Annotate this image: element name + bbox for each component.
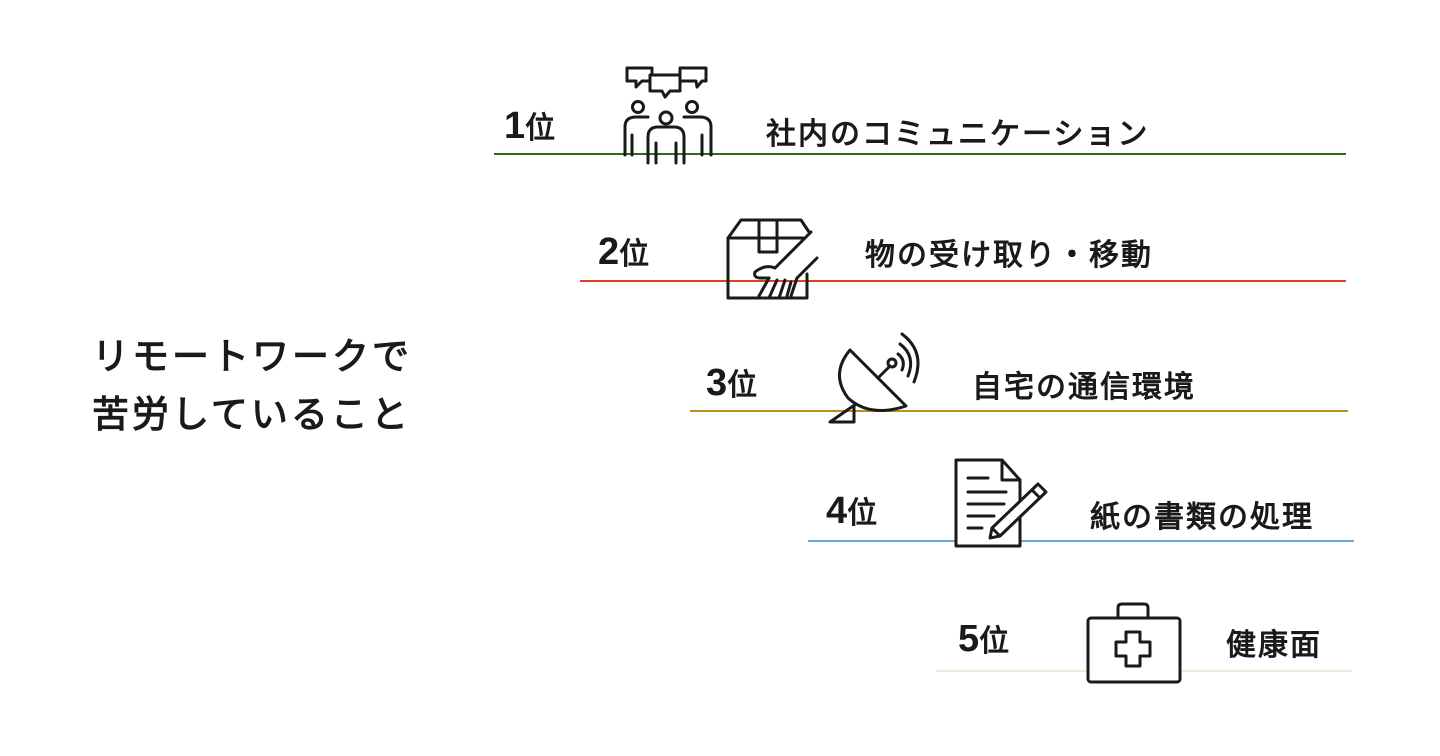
rank-1-suffix: 位 <box>525 111 556 146</box>
title-line-2: 苦労していること <box>92 393 411 436</box>
rank-item-5: 5位 健康面 <box>936 562 1352 684</box>
rank-4-suffix: 位 <box>847 496 878 531</box>
rank-2-text: 物の受け取り・移動 <box>865 238 1153 273</box>
rank-2-number: 2 <box>598 231 620 273</box>
rank-2-suffix: 位 <box>619 237 650 272</box>
rank-5-text: 健康面 <box>1226 628 1322 663</box>
rank-4-number: 4 <box>826 490 848 532</box>
rank-1-number: 1 <box>504 105 526 147</box>
rank-3-text: 自宅の通信環境 <box>972 370 1196 405</box>
rank-1-underline <box>494 153 1346 155</box>
rank-1-text: 社内のコミュニケーション <box>766 117 1150 152</box>
rank-item-4: 4位 紙の書類の処理 <box>808 432 1354 548</box>
package-hand-icon <box>725 216 821 300</box>
rank-5-suffix: 位 <box>979 624 1010 659</box>
first-aid-kit-icon <box>1086 602 1182 684</box>
group-conversation-icon <box>622 63 714 165</box>
rank-3-underline <box>690 410 1348 412</box>
rank-2-underline <box>580 280 1346 282</box>
satellite-dish-icon <box>826 332 926 426</box>
main-title: リモートワークで 苦労していること <box>92 328 412 444</box>
rank-item-1: 1位 社内のコミュニケーション <box>494 45 1346 165</box>
rank-4-text: 紙の書類の処理 <box>1090 500 1314 535</box>
rank-1-label: 1位 <box>504 103 555 148</box>
rank-5-number: 5 <box>958 618 980 660</box>
rank-3-number: 3 <box>706 362 728 404</box>
rank-3-label: 3位 <box>706 360 757 405</box>
document-pen-icon <box>954 458 1050 550</box>
rank-5-label: 5位 <box>958 616 1009 661</box>
rank-4-underline <box>808 540 1354 542</box>
rank-item-2: 2位 物の受け取り・移動 <box>580 172 1346 300</box>
rank-item-3: 3位 自宅の通信環境 <box>690 302 1348 424</box>
rank-3-suffix: 位 <box>727 368 758 403</box>
rank-4-label: 4位 <box>826 488 877 533</box>
title-line-1: リモートワークで <box>92 335 412 378</box>
rank-2-label: 2位 <box>598 229 649 274</box>
